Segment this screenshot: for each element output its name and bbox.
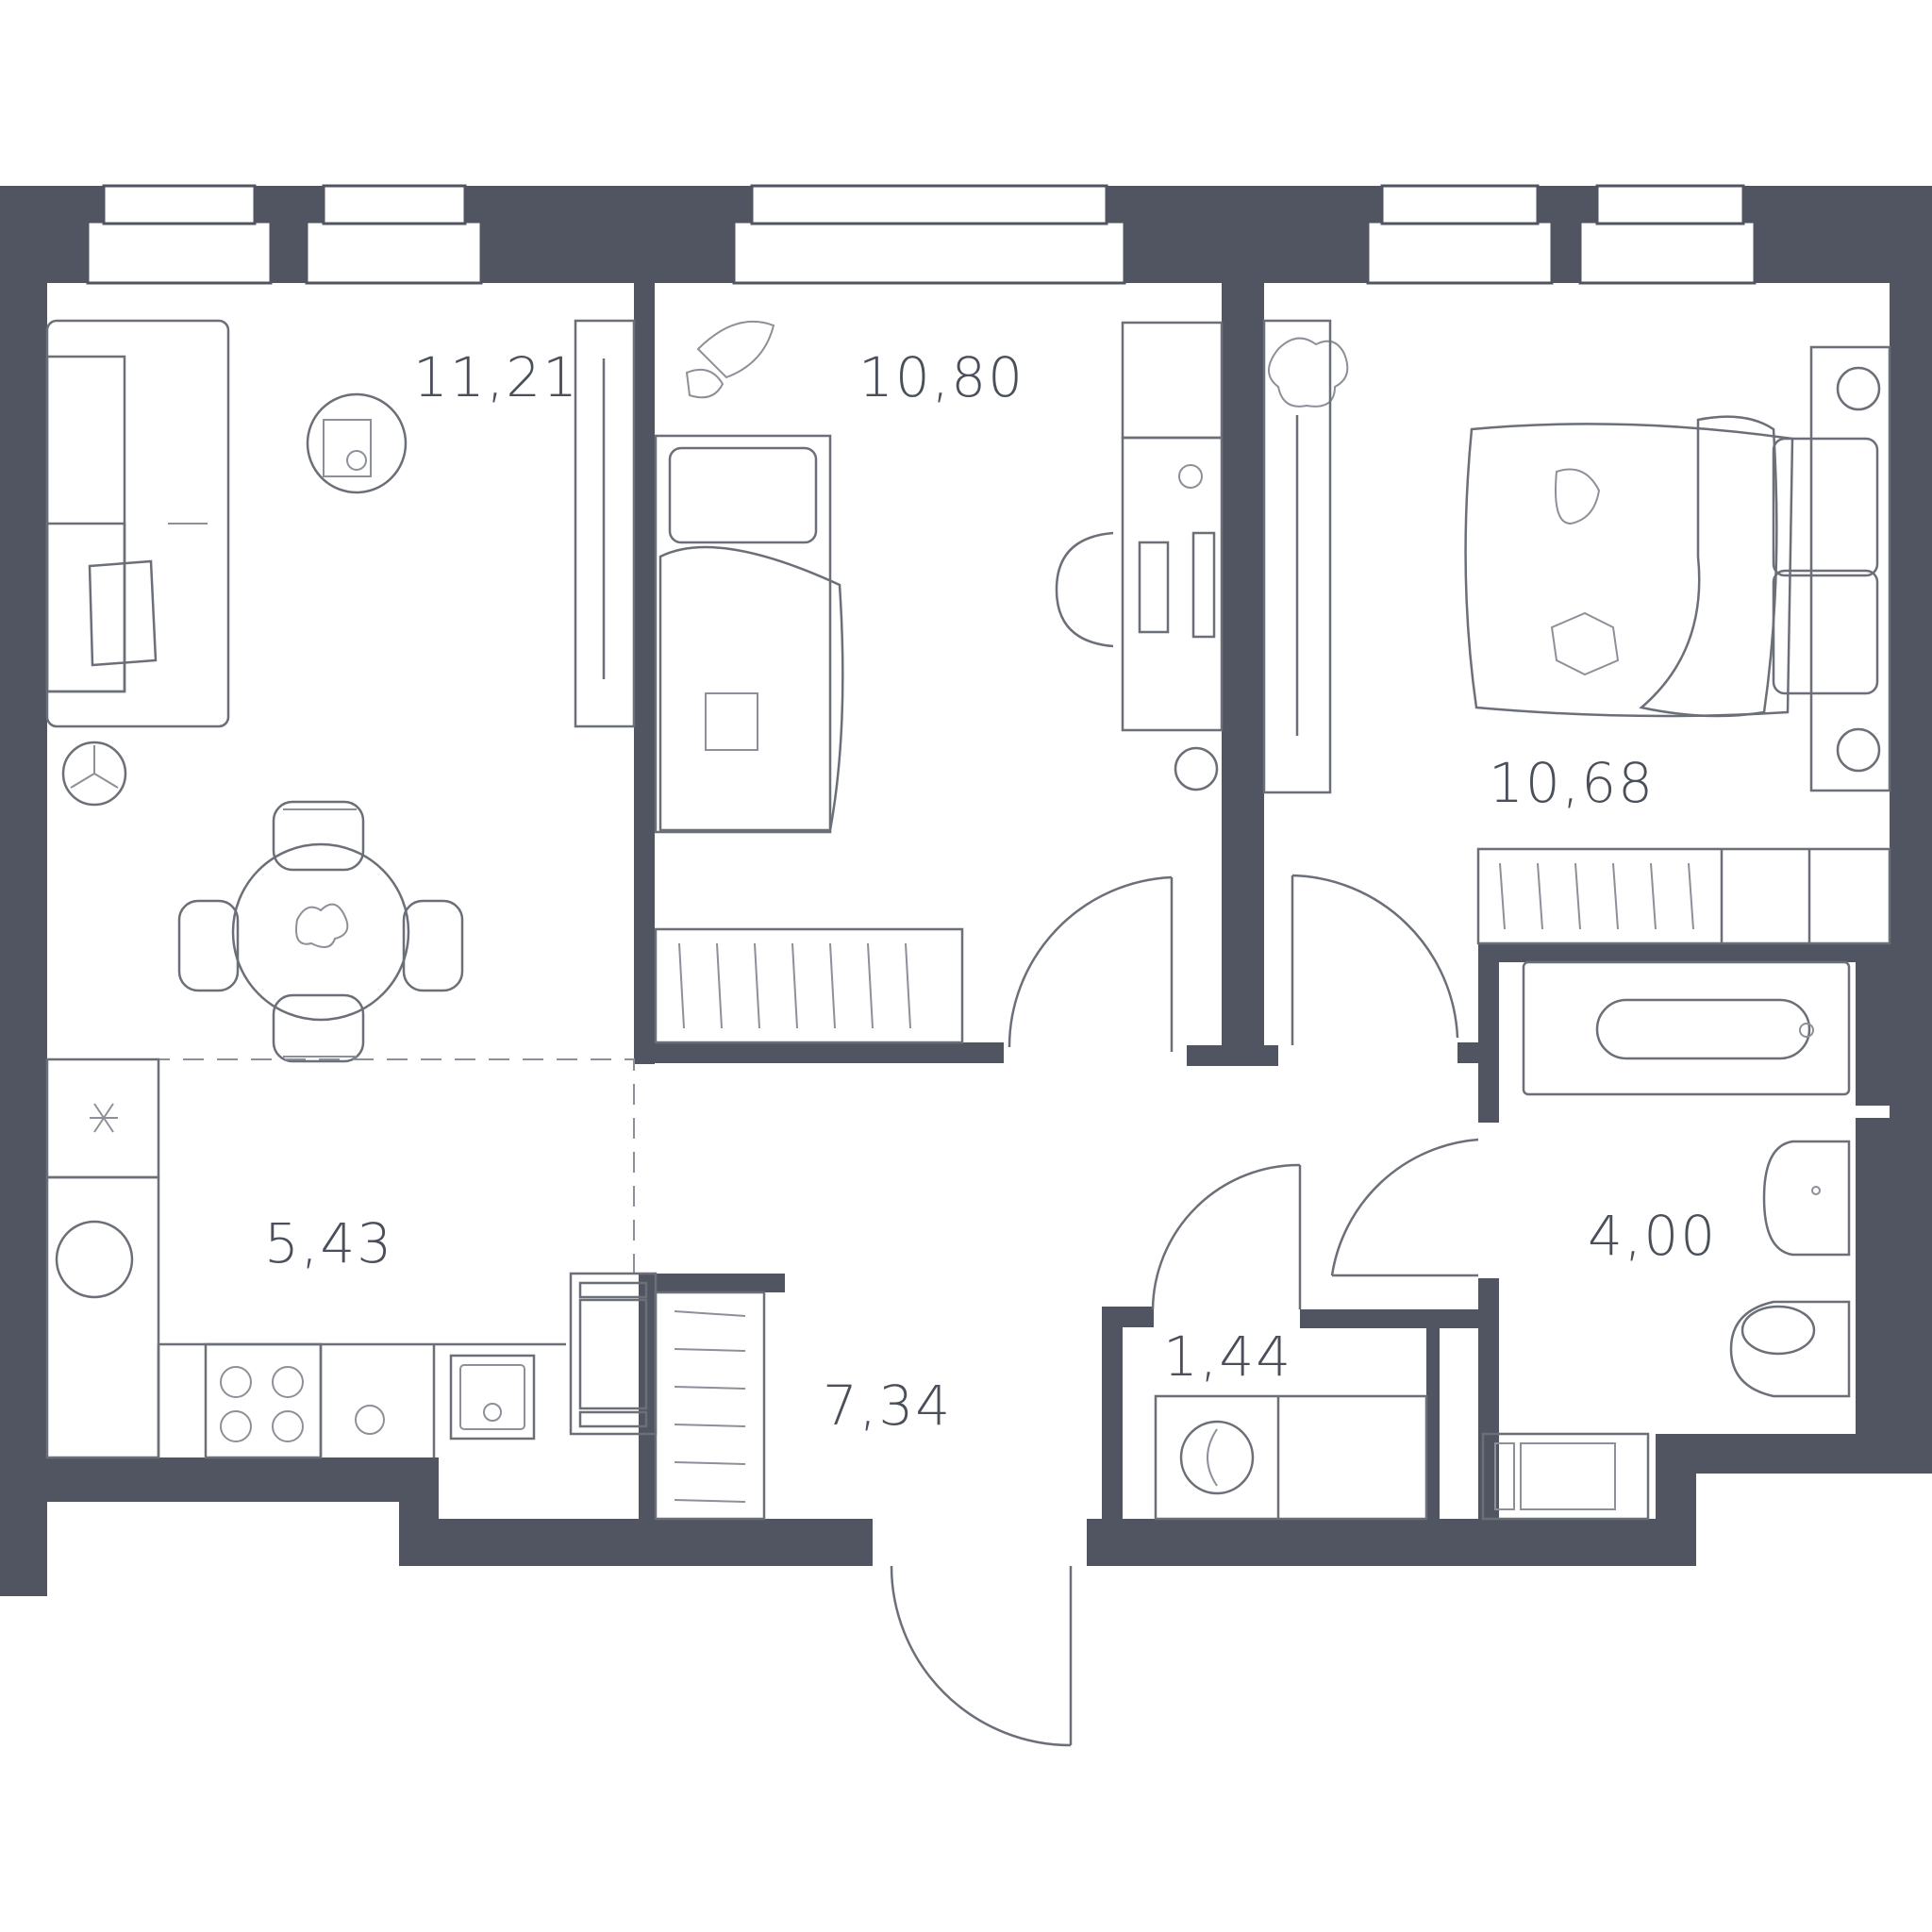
area-living: 11,21 bbox=[413, 345, 579, 409]
hall-furniture bbox=[654, 1291, 1073, 1747]
room-labels: 11,21 10,80 10,68 5,43 4,00 7,34 1,44 bbox=[264, 345, 1717, 1438]
living-furniture bbox=[45, 319, 636, 1274]
bathroom-furniture bbox=[1330, 960, 1851, 1521]
area-hall: 7,34 bbox=[823, 1374, 952, 1438]
area-kitchen: 5,43 bbox=[264, 1211, 393, 1275]
kitchen-furniture bbox=[45, 1058, 658, 1459]
area-laundry: 1,44 bbox=[1163, 1324, 1292, 1389]
bedroom2-furniture bbox=[1262, 319, 1891, 1045]
area-bedroom-1: 10,80 bbox=[858, 345, 1024, 409]
laundry-furniture bbox=[1151, 1163, 1428, 1521]
area-bedroom-2: 10,68 bbox=[1489, 751, 1655, 815]
windows bbox=[86, 184, 1757, 285]
bedroom1-furniture bbox=[654, 320, 1224, 1052]
area-bathroom: 4,00 bbox=[1588, 1204, 1717, 1268]
